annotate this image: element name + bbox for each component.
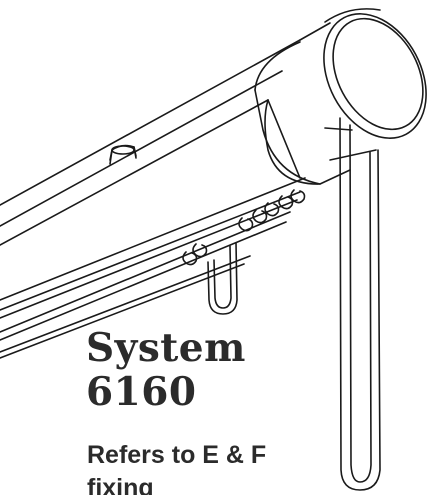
title-line-2: 6160 xyxy=(86,369,197,415)
fixing-note: Refers to E & F fixing xyxy=(87,439,266,495)
track-rail xyxy=(0,39,306,359)
end-cap xyxy=(254,8,427,185)
draw-rod xyxy=(324,117,381,491)
product-title: System 6160 xyxy=(86,326,246,414)
track-hooks xyxy=(182,189,306,266)
fixing-note-line-2: fixing xyxy=(87,474,154,495)
title-line-1: System xyxy=(86,325,246,371)
fixing-note-line-1: Refers to E & F xyxy=(87,441,267,469)
curtain-loop xyxy=(207,242,238,315)
track-bracket xyxy=(109,144,137,165)
